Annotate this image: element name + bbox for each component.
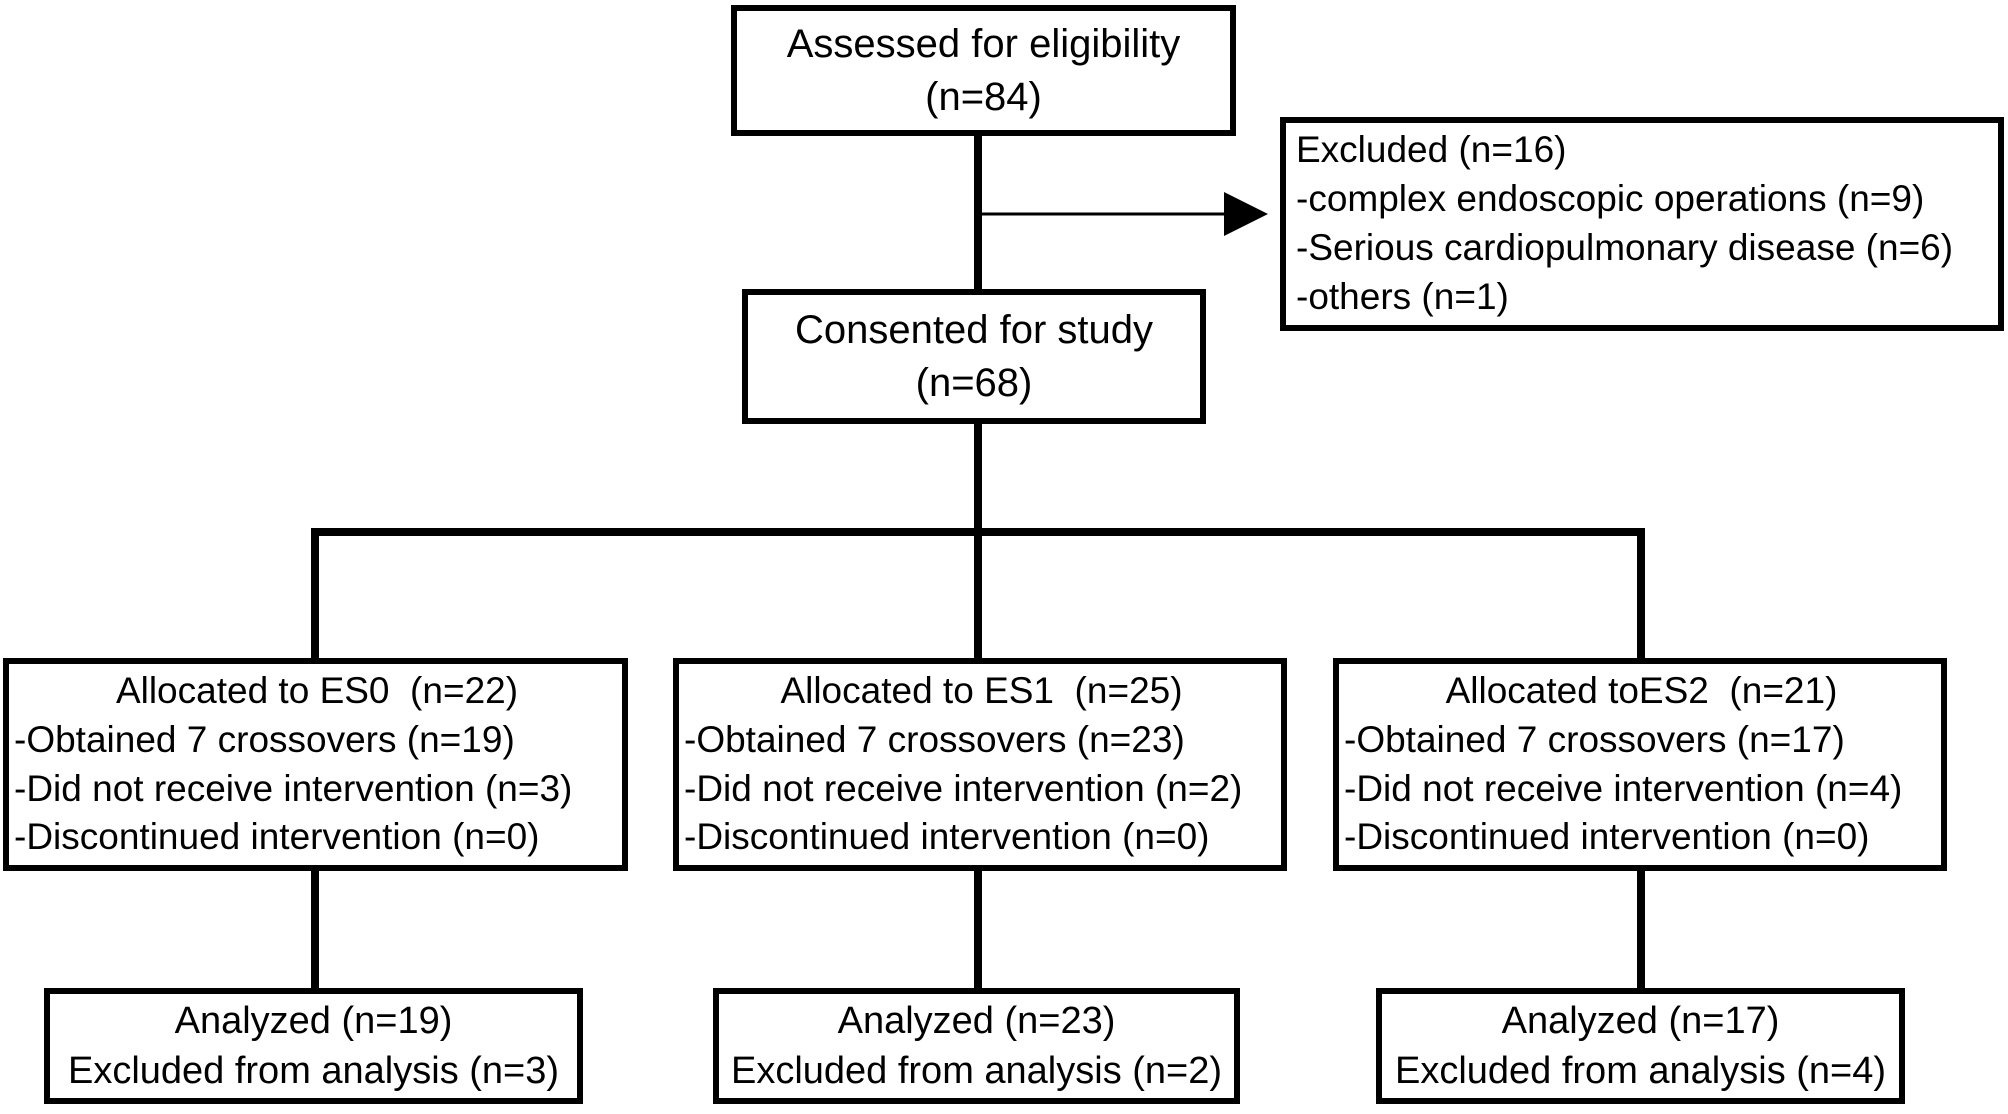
- analysis-es2-excluded: Excluded from analysis (n=4): [1394, 1050, 1887, 1092]
- excluded-arrowhead-icon: [1224, 192, 1268, 236]
- assessed-eligibility-box: Assessed for eligibility (n=84): [731, 5, 1236, 136]
- analysis-es2-box: Analyzed (n=17) Excluded from analysis (…: [1376, 988, 1905, 1104]
- allocation-es2-not-received: -Did not receive intervention (n=4): [1344, 767, 1903, 809]
- allocation-es2-discontinued: -Discontinued intervention (n=0): [1344, 816, 1870, 858]
- excluded-reason-cardiopulmonary: -Serious cardiopulmonary disease (n=6): [1296, 227, 1954, 268]
- analysis-es0-excluded: Excluded from analysis (n=3): [67, 1050, 560, 1092]
- excluded-box: Excluded (n=16) -complex endoscopic oper…: [1280, 117, 2004, 331]
- allocation-es0-discontinued: -Discontinued intervention (n=0): [14, 816, 540, 858]
- assessed-count: (n=84): [925, 74, 1042, 119]
- analysis-es1-excluded: Excluded from analysis (n=2): [730, 1050, 1223, 1092]
- excluded-total: Excluded (n=16): [1296, 129, 1567, 171]
- assessed-label: Assessed for eligibility: [786, 21, 1181, 66]
- allocation-es2-title: Allocated toES2 (n=21): [1445, 669, 1838, 711]
- analysis-es2-analyzed: Analyzed (n=17): [1501, 999, 1780, 1042]
- allocation-es1-crossovers: -Obtained 7 crossovers (n=23): [684, 718, 1185, 760]
- allocation-es1-title: Allocated to ES1 (n=25): [780, 669, 1183, 711]
- allocation-es1-not-received: -Did not receive intervention (n=2): [684, 767, 1243, 809]
- analysis-es0-analyzed: Analyzed (n=19): [174, 999, 453, 1042]
- allocation-es0-box: Allocated to ES0 (n=22) -Obtained 7 cros…: [3, 658, 628, 871]
- allocation-es1-box: Allocated to ES1 (n=25) -Obtained 7 cros…: [673, 658, 1287, 871]
- analysis-es0-box: Analyzed (n=19) Excluded from analysis (…: [44, 988, 583, 1104]
- allocation-es0-not-received: -Did not receive intervention (n=3): [14, 767, 573, 809]
- allocation-es0-title: Allocated to ES0 (n=22): [115, 669, 519, 711]
- consented-count: (n=68): [915, 360, 1033, 405]
- allocation-es0-crossovers: -Obtained 7 crossovers (n=19): [14, 718, 515, 760]
- consented-label: Consented for study: [795, 307, 1153, 352]
- allocation-es2-crossovers: -Obtained 7 crossovers (n=17): [1344, 718, 1845, 760]
- excluded-reason-others: -others (n=1): [1296, 275, 1509, 317]
- excluded-reason-complex-operations: -complex endoscopic operations (n=9): [1296, 178, 1925, 220]
- allocation-es2-box: Allocated toES2 (n=21) -Obtained 7 cross…: [1333, 658, 1947, 871]
- analysis-es1-analyzed: Analyzed (n=23): [837, 999, 1116, 1042]
- allocation-es1-discontinued: -Discontinued intervention (n=0): [684, 816, 1210, 858]
- analysis-es1-box: Analyzed (n=23) Excluded from analysis (…: [713, 988, 1240, 1104]
- consented-box: Consented for study (n=68): [742, 289, 1206, 424]
